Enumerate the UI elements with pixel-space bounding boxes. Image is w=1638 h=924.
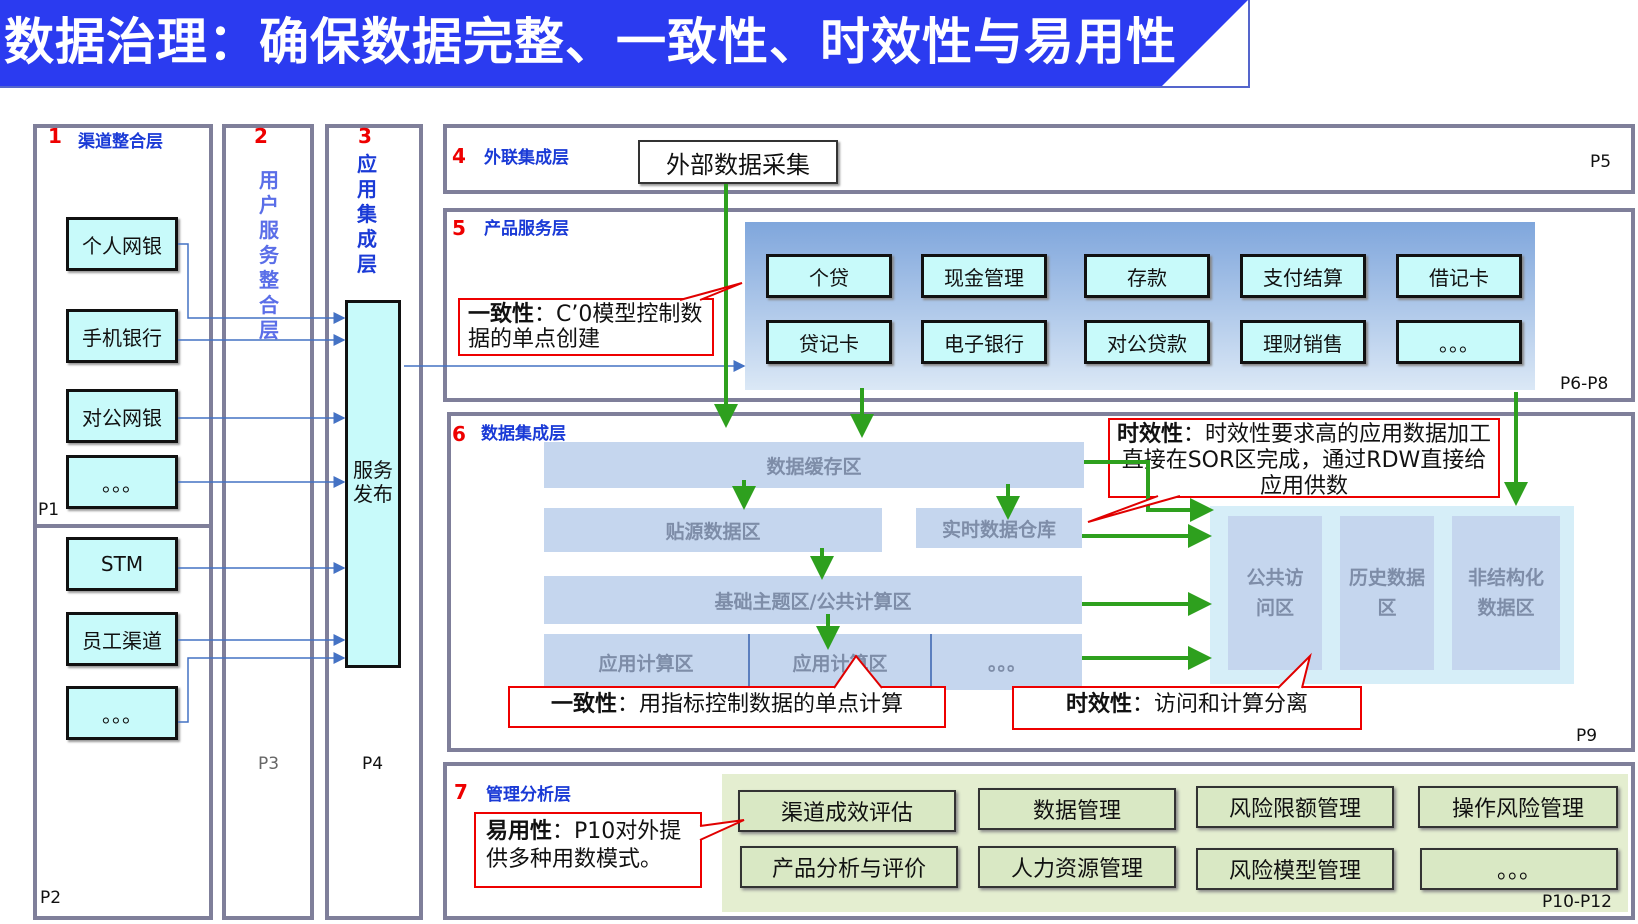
user-service-column: [222, 124, 314, 920]
channel-staff[interactable]: 员工渠道: [66, 612, 178, 666]
layer4-page: P5: [1590, 152, 1612, 172]
timeliness-callout-2-bold: 时效性: [1065, 692, 1132, 717]
layer5-number: 5: [452, 216, 466, 240]
title-banner: [0, 0, 1250, 88]
layer6-page: P9: [1576, 726, 1598, 746]
product-payment[interactable]: 支付结算: [1240, 254, 1366, 298]
zone-divider-2: [930, 634, 932, 690]
zone-divider-1: [748, 634, 750, 690]
column1-label: 渠道整合层: [78, 132, 163, 152]
product-ebanking[interactable]: 电子银行: [921, 320, 1047, 364]
zone-history: 历史数据区: [1340, 516, 1434, 670]
timeliness-callout-1-text: ：时效性要求高的应用数据加工直接在SOR区完成，通过RDW直接给应用供数: [1121, 422, 1492, 499]
data-flow-arrows: [714, 184, 1528, 670]
column1-number: 1: [48, 124, 62, 148]
layer5-label: 产品服务层: [484, 219, 569, 239]
channel-corporate-ebank[interactable]: 对公网银: [66, 389, 178, 443]
mgmt-risk-model[interactable]: 风险模型管理: [1196, 848, 1394, 890]
consistency-callout-2: 一致性：用指标控制数据的单点计算: [508, 686, 946, 728]
layer7-number: 7: [454, 780, 468, 804]
timeliness-callout-1-bold: 时效性: [1116, 422, 1183, 447]
column2-page: P3: [258, 754, 280, 774]
usability-callout-bold: 易用性: [486, 819, 553, 844]
zone-unstructured: 非结构化数据区: [1452, 516, 1560, 670]
column3-number: 3: [358, 124, 372, 148]
column1-divider: [33, 524, 213, 528]
consistency-callout-1-bold: 一致性: [468, 302, 535, 327]
channel-mobile-bank[interactable]: 手机银行: [66, 309, 178, 363]
mgmt-hr[interactable]: 人力资源管理: [978, 846, 1176, 888]
zone-more: 。。。: [932, 634, 1082, 690]
mgmt-product-analysis[interactable]: 产品分析与评价: [740, 846, 958, 888]
column3-label: 应用集成层: [357, 152, 377, 276]
column1-page-bottom: P2: [40, 888, 62, 908]
consistency-callout-2-text: ：用指标控制数据的单点计算: [617, 692, 904, 717]
column2-label: 用户服务整合层: [259, 168, 279, 342]
timeliness-callout-1: 时效性：时效性要求高的应用数据加工直接在SOR区完成，通过RDW直接给应用供数: [1108, 418, 1500, 499]
zone-public-access: 公共访问区: [1228, 516, 1322, 670]
mgmt-risk-limit[interactable]: 风险限额管理: [1196, 786, 1394, 828]
channel-more-1[interactable]: 。。。: [66, 455, 178, 509]
callout-pointers: [679, 282, 1312, 841]
product-corporate-loan[interactable]: 对公贷款: [1084, 320, 1210, 364]
product-personal-loan[interactable]: 个贷: [766, 254, 892, 298]
channel-stm[interactable]: STM: [66, 537, 178, 591]
product-wealth-sales[interactable]: 理财销售: [1240, 320, 1366, 364]
timeliness-callout-2: 时效性：访问和计算分离: [1012, 686, 1362, 730]
layer6-number: 6: [452, 422, 466, 446]
channel-arrows: [178, 243, 746, 723]
mgmt-data-management[interactable]: 数据管理: [978, 788, 1176, 830]
page-title: 数据治理：确保数据完整、一致性、时效性与易用性: [4, 13, 1177, 71]
service-publish-label: 服务发布: [353, 458, 393, 506]
mgmt-channel-evaluation[interactable]: 渠道成效评估: [738, 790, 956, 832]
zone-source-data: 贴源数据区: [544, 508, 882, 552]
column3-page: P4: [362, 754, 384, 774]
consistency-callout-1-text: ：C’0模型控制数据的单点创建: [468, 302, 703, 352]
product-debit-card[interactable]: 借记卡: [1396, 254, 1522, 298]
column1-page-top: P1: [38, 500, 60, 520]
layer7-label: 管理分析层: [486, 785, 571, 805]
consistency-callout-2-bold: 一致性: [550, 692, 617, 717]
product-deposit[interactable]: 存款: [1084, 254, 1210, 298]
service-publish-bar[interactable]: [345, 300, 401, 668]
consistency-callout-1: 一致性：C’0模型控制数据的单点创建: [458, 298, 714, 356]
zone-base-topic: 基础主题区/公共计算区: [544, 576, 1082, 624]
product-more[interactable]: 。。。: [1396, 320, 1522, 364]
mgmt-operational-risk[interactable]: 操作风险管理: [1418, 786, 1618, 828]
external-data-collection-box[interactable]: 外部数据采集: [638, 140, 838, 184]
mgmt-more[interactable]: 。。。: [1420, 848, 1618, 890]
usability-callout-text: ：P10对外提供多种用数模式。: [486, 819, 682, 872]
product-credit-card[interactable]: 贷记卡: [766, 320, 892, 364]
zone-app-compute-1: 应用计算区: [544, 634, 748, 690]
channel-more-2[interactable]: 。。。: [66, 686, 178, 740]
layer5-page: P6-P8: [1560, 374, 1609, 394]
timeliness-callout-2-text: ：访问和计算分离: [1132, 692, 1309, 717]
usability-callout: 易用性：P10对外提供多种用数模式。: [474, 812, 702, 888]
zone-data-cache: 数据缓存区: [544, 442, 1084, 488]
layer4-label: 外联集成层: [484, 148, 569, 168]
layer4-number: 4: [452, 144, 466, 168]
layer6-label: 数据集成层: [481, 424, 566, 444]
layer7-page: P10-P12: [1542, 892, 1612, 912]
channel-personal-ebank[interactable]: 个人网银: [66, 217, 178, 271]
product-cash-management[interactable]: 现金管理: [921, 254, 1047, 298]
column2-number: 2: [254, 124, 268, 148]
